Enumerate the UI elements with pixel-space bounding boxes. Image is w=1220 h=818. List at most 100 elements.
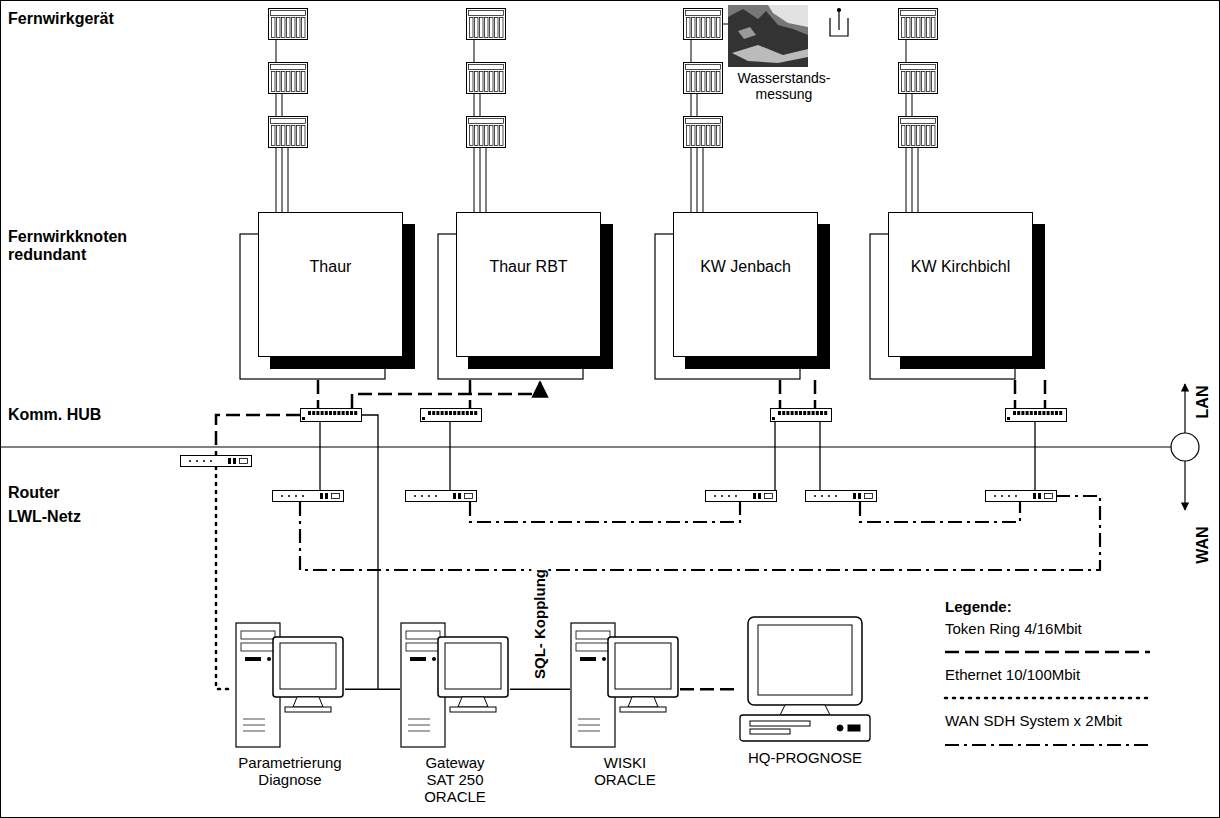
device-wires <box>276 24 918 212</box>
hub-router-wires <box>774 422 775 490</box>
row-label: Router <box>8 484 60 502</box>
node-name: Thaur <box>310 257 352 276</box>
token-ring-wires <box>779 380 782 408</box>
hubs <box>421 409 482 422</box>
gauge-symbol <box>830 9 848 37</box>
token-ring-wires <box>352 382 540 408</box>
token-ring-wires <box>216 415 300 455</box>
link-label: SQL- Kopplung <box>531 567 548 681</box>
token-ring-wires <box>216 380 1045 455</box>
legend-heading: Legende: <box>945 598 1012 615</box>
wan-wires <box>470 502 740 522</box>
computer-node: HQ-PROGNOSE <box>740 615 870 745</box>
legend-text: Ethernet 10/100Mbit <box>945 666 1080 683</box>
ethernet-wire <box>216 467 233 689</box>
computer-node: Parametrierung Diagnose <box>235 615 345 750</box>
telecontrol-devices <box>684 9 723 40</box>
computers <box>571 623 678 747</box>
photo-caption: Wasserstands- messung <box>728 70 840 102</box>
telecontrol-node: KW Jenbach <box>673 212 818 357</box>
zone-label: LAN <box>1194 386 1212 419</box>
water-level-photo <box>728 5 808 67</box>
row-label: LWL-Netz <box>8 508 81 526</box>
telecontrol-devices <box>467 9 506 40</box>
gauge-symbol <box>838 9 841 12</box>
wan-wires <box>300 496 1100 570</box>
computers <box>236 623 678 747</box>
forecast-terminal <box>758 625 852 695</box>
telecontrol-devices <box>269 9 308 40</box>
computer-label: HQ-PROGNOSE <box>735 749 875 766</box>
telecontrol-devices <box>899 63 938 94</box>
lan-wan-divider <box>1184 461 1185 510</box>
token-ring-wires <box>1014 380 1017 408</box>
device-wires <box>723 24 728 25</box>
hubs <box>1006 409 1067 422</box>
network-link <box>680 688 740 691</box>
node-name: KW Kirchbichl <box>911 257 1011 276</box>
hubs <box>771 409 832 422</box>
legend-samples <box>945 697 1150 700</box>
row-label: Komm. HUB <box>8 406 101 424</box>
computers <box>236 623 343 747</box>
network-link <box>345 689 400 691</box>
water-level-photo <box>728 5 808 67</box>
telecontrol-devices <box>684 117 723 148</box>
network-link <box>510 689 570 691</box>
token-ring-wires <box>317 380 320 408</box>
hub-router-wires <box>319 422 320 490</box>
computer-label: Gateway SAT 250 ORACLE <box>416 754 494 805</box>
routers <box>181 456 1057 502</box>
telecontrol-devices <box>467 117 506 148</box>
telecontrol-devices <box>269 9 938 148</box>
water-level-photo <box>728 9 808 67</box>
forecast-terminal <box>750 729 790 734</box>
forecast-terminal <box>780 705 830 715</box>
telecontrol-devices <box>467 63 506 94</box>
node-name: KW Jenbach <box>700 257 791 276</box>
wan-wires <box>860 502 1020 522</box>
legend-samples <box>945 744 1150 746</box>
hubs <box>301 409 362 422</box>
telecontrol-node: KW Kirchbichl <box>888 212 1033 357</box>
telecontrol-devices <box>269 117 308 148</box>
telecontrol-devices <box>899 117 938 148</box>
legend-text: WAN SDH System x 2Mbit <box>945 712 1122 729</box>
forecast-terminal <box>750 721 810 726</box>
routers <box>806 491 877 502</box>
routers <box>406 491 477 502</box>
hub-router-wires <box>1034 422 1035 490</box>
token-ring-wires <box>1044 380 1047 408</box>
forecast-terminal <box>837 725 843 731</box>
legend-samples <box>945 651 1150 654</box>
legend-samples <box>945 652 1150 745</box>
lan-wan-divider <box>0 446 1171 447</box>
hub-router-wires <box>362 415 378 689</box>
forecast-terminal <box>740 715 870 741</box>
forecast-terminal <box>748 617 862 705</box>
routers <box>273 491 344 502</box>
row-label: Fernwirkknoten redundant <box>8 228 158 265</box>
row-label: Fernwirkgerät <box>8 10 114 28</box>
node-name: Thaur RBT <box>489 257 567 276</box>
computer-label: Parametrierung Diagnose <box>215 754 365 788</box>
routers <box>706 491 777 502</box>
wan-wires <box>300 496 1100 570</box>
water-level-photo <box>738 27 756 39</box>
forecast-terminal <box>848 725 860 731</box>
telecontrol-node: Thaur RBT <box>456 212 601 357</box>
lan-wan-divider <box>1171 433 1199 461</box>
telecontrol-devices <box>684 63 723 94</box>
hub-router-wires <box>819 422 820 490</box>
telecontrol-devices <box>899 9 938 40</box>
token-ring-wires <box>814 380 817 408</box>
telecontrol-devices <box>269 63 308 94</box>
zone-label: WAN <box>1194 526 1212 563</box>
hubs <box>301 409 1067 422</box>
computers <box>401 623 508 747</box>
hub-router-wires <box>449 422 450 490</box>
